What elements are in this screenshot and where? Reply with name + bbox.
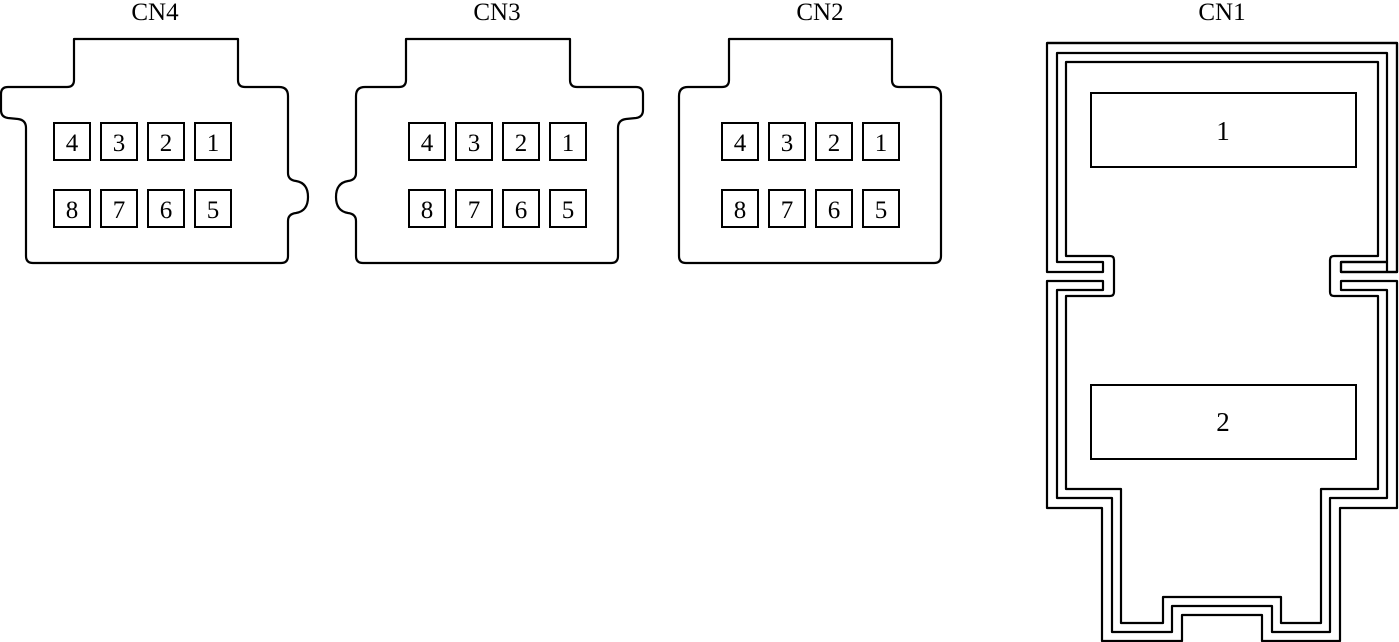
connector-cn2: CN2 4 3 2 1 8 7 6 5	[677, 0, 943, 265]
pin-label: 3	[781, 130, 794, 157]
pin-label: 4	[734, 130, 747, 157]
pin-box	[147, 122, 185, 161]
pin-label: 4	[421, 130, 434, 157]
pin-box	[53, 189, 91, 228]
pin-label: 2	[1216, 407, 1230, 437]
pin-box	[502, 189, 540, 228]
connector-cn2-top-row: 4 3 2 1	[721, 122, 900, 161]
connector-cn3-bottom-row: 8 7 6 5	[408, 189, 587, 228]
connector-cn1-inner-outline	[1064, 60, 1380, 625]
pin-label: 8	[421, 197, 434, 224]
pin-label: 1	[1216, 116, 1230, 146]
pin-label: 3	[468, 130, 481, 157]
pin-label: 6	[160, 197, 173, 224]
pin-label: 5	[207, 197, 220, 224]
connector-cn1-title: CN1	[1198, 0, 1245, 26]
connector-cn1-upper-shell	[1045, 41, 1399, 274]
pin-box	[768, 122, 806, 161]
pin-label: 5	[875, 197, 888, 224]
connector-cn3-title: CN3	[473, 0, 520, 26]
pin-label: 2	[515, 130, 528, 157]
connector-cn3-top-row: 4 3 2 1	[408, 122, 587, 161]
pin-box	[862, 122, 900, 161]
pin-box	[549, 122, 587, 161]
connector-cn4-housing	[0, 37, 310, 265]
pin-box	[549, 189, 587, 228]
connector-cn2-housing	[677, 37, 943, 265]
connector-cn3-housing	[334, 37, 645, 265]
connector-cn4: CN4 4 3 2 1 8 7 6 5	[0, 0, 310, 265]
connector-cn2-title: CN2	[796, 0, 843, 26]
pin-box	[815, 122, 853, 161]
pin-label: 2	[160, 130, 173, 157]
pin-label: 7	[468, 197, 481, 224]
connector-cn3: CN3 4 3 2 1 8 7 6 5	[334, 0, 645, 265]
pin-label: 8	[734, 197, 747, 224]
pin-label: 6	[828, 197, 841, 224]
pin-label: 7	[781, 197, 794, 224]
pin-label: 1	[875, 130, 888, 157]
pin-box	[100, 122, 138, 161]
pin-box	[721, 189, 759, 228]
connector-cn4-bottom-row: 8 7 6 5	[53, 189, 232, 228]
connector-cn4-top-row: 4 3 2 1	[53, 122, 232, 161]
pin-box	[194, 122, 232, 161]
connector-cn4-title: CN4	[131, 0, 179, 26]
pin-label: 3	[113, 130, 126, 157]
pin-label: 4	[66, 130, 79, 157]
pin-label: 2	[828, 130, 841, 157]
pin-box	[408, 122, 446, 161]
pin-label: 5	[562, 197, 575, 224]
pin-box	[408, 189, 446, 228]
pin-box	[455, 189, 493, 228]
pin-label: 6	[515, 197, 528, 224]
pin-box	[862, 189, 900, 228]
pin-box	[194, 189, 232, 228]
connector-cn1-lower-shell	[1045, 279, 1399, 642]
pin-label: 1	[562, 130, 575, 157]
connector-cn1: CN1 1 2	[1045, 0, 1399, 642]
pin-box	[53, 122, 91, 161]
pin-box	[768, 189, 806, 228]
pin-box	[815, 189, 853, 228]
pin-box	[455, 122, 493, 161]
cn1-pin-slot-2	[1090, 384, 1357, 460]
connector-cn2-bottom-row: 8 7 6 5	[721, 189, 900, 228]
pin-label: 7	[113, 197, 126, 224]
pin-box	[721, 122, 759, 161]
pin-label: 1	[207, 130, 220, 157]
pin-box	[147, 189, 185, 228]
cn1-pin-slot-1	[1090, 92, 1357, 168]
pin-box	[100, 189, 138, 228]
pin-box	[502, 122, 540, 161]
pin-label: 8	[66, 197, 79, 224]
